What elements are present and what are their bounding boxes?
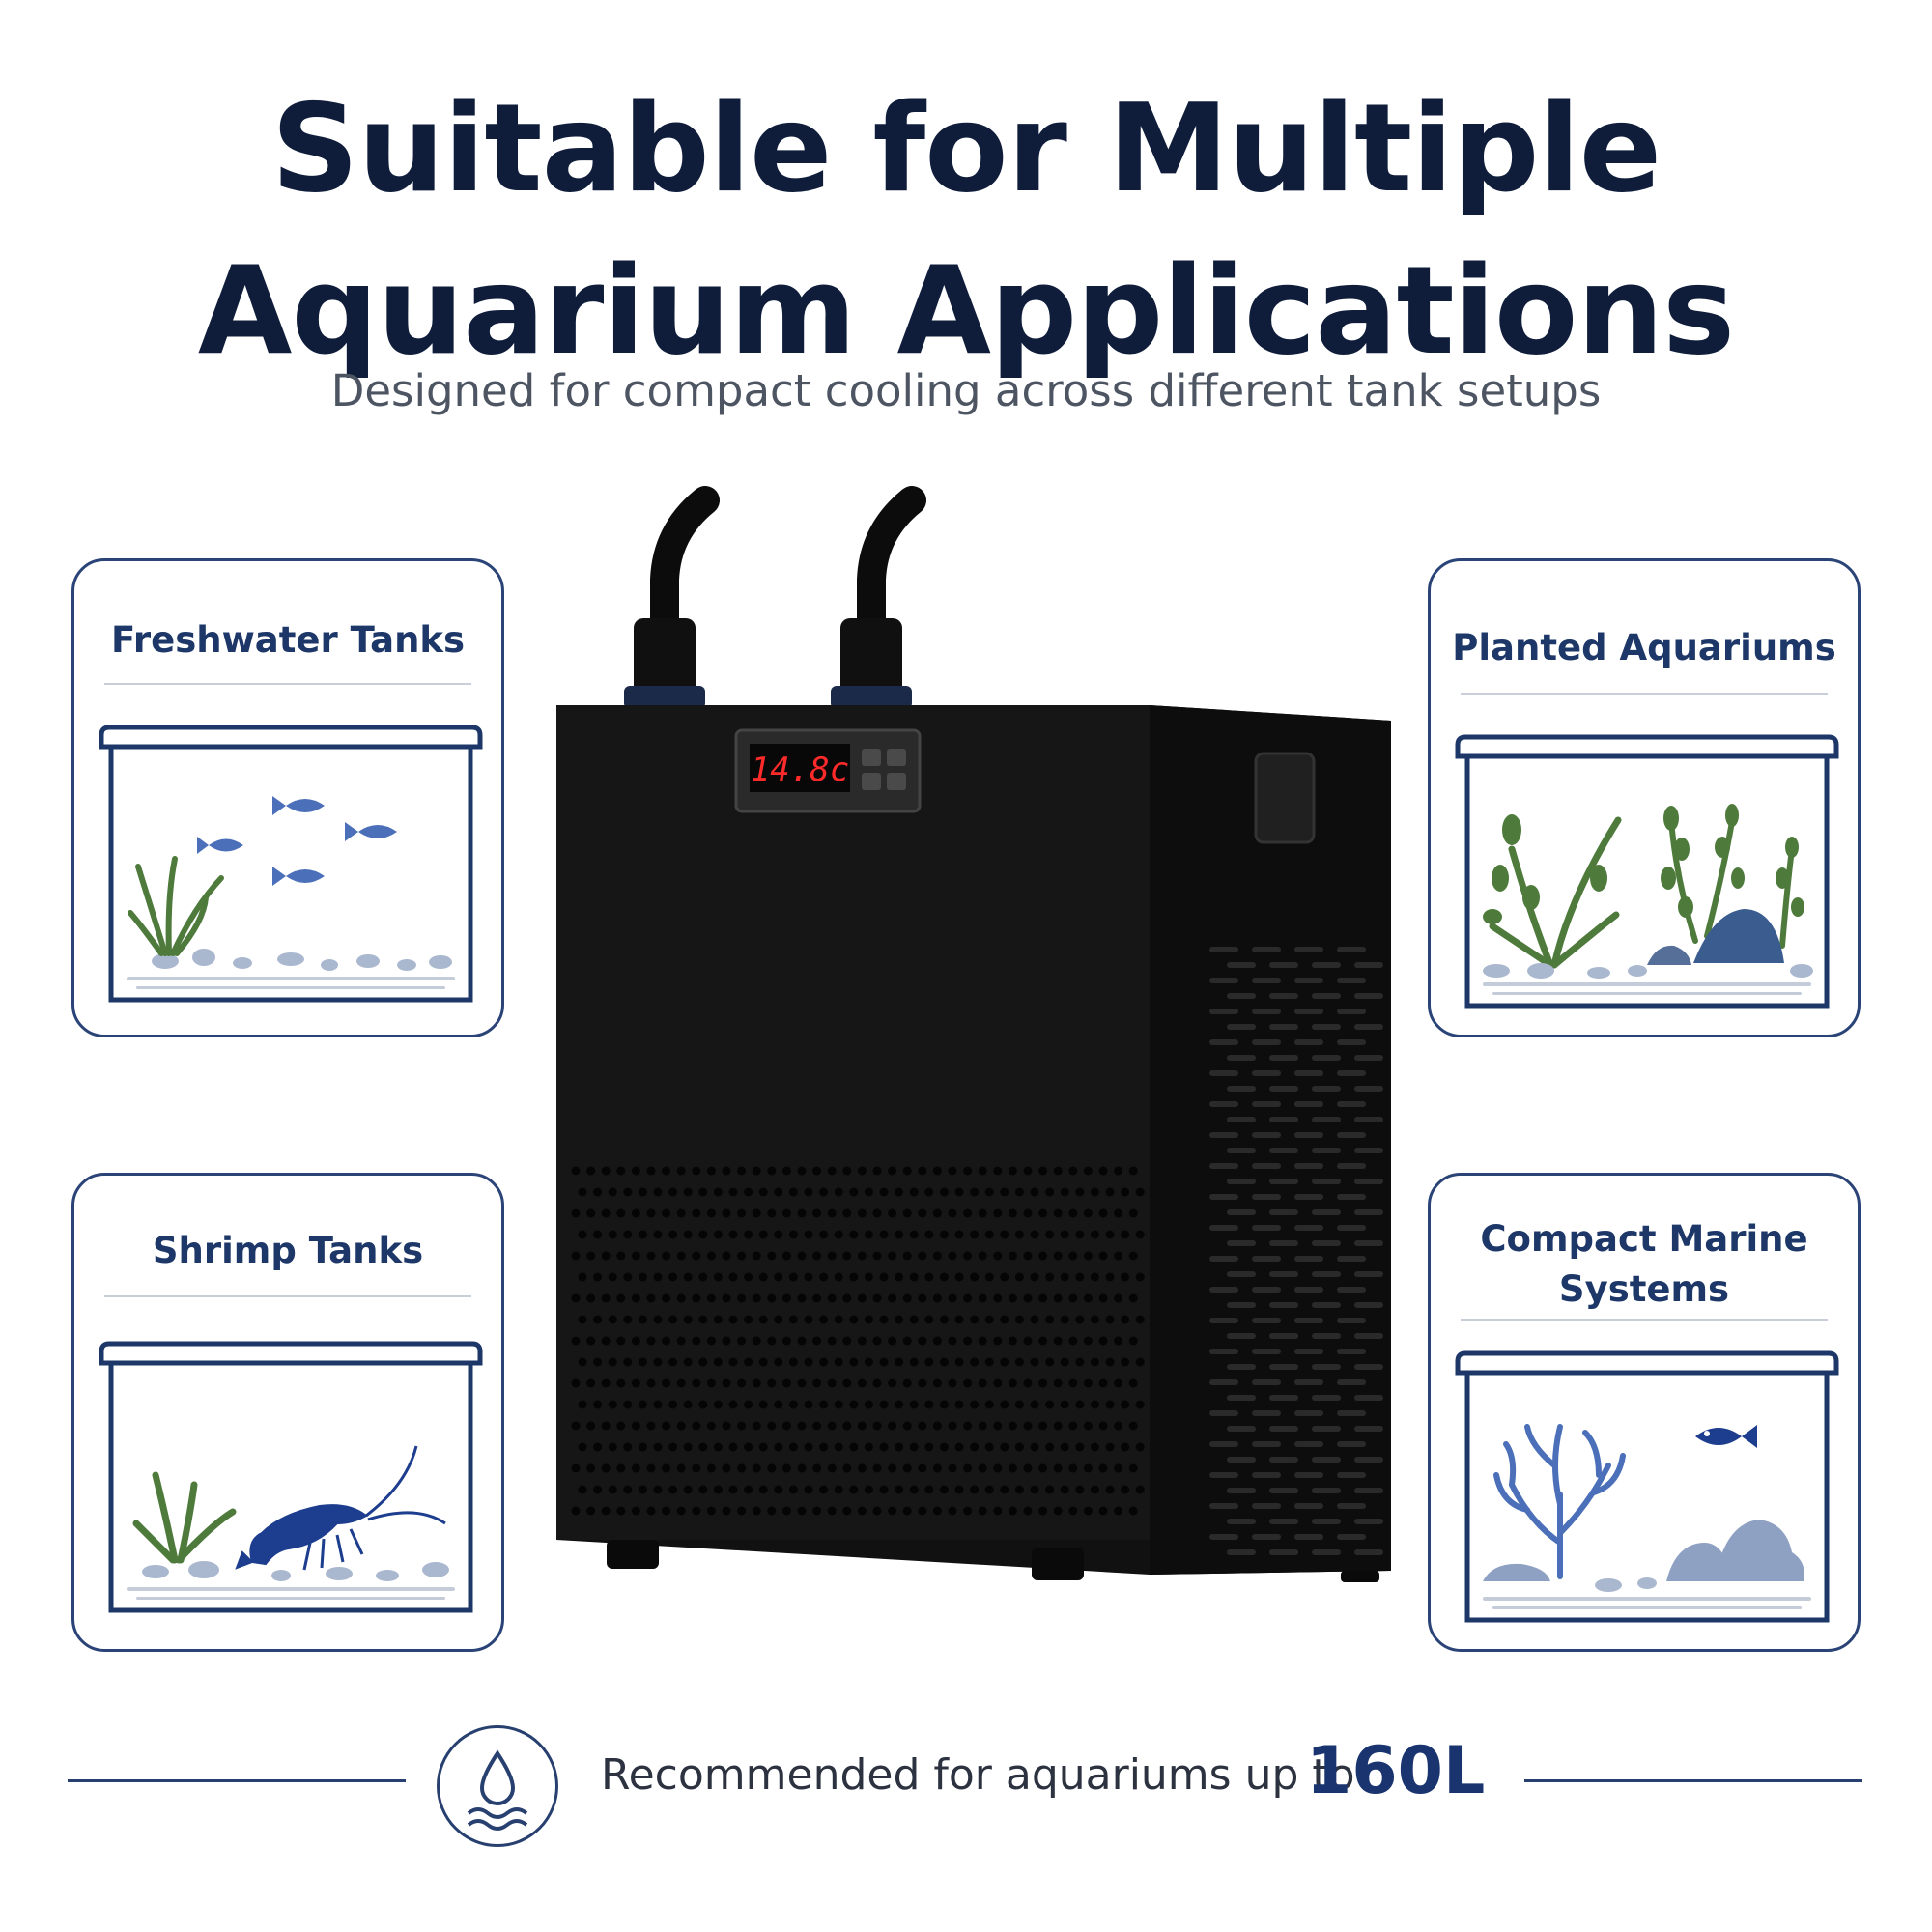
- footer-recommendation-text: Recommended for aquariums up to: [601, 1750, 1355, 1800]
- card-compact-marine-systems: Compact Marine Systems: [1428, 1173, 1861, 1652]
- card-title: Freshwater Tanks: [110, 619, 466, 661]
- footer-divider-right: [1524, 1779, 1862, 1782]
- footer-capacity-value: 160L: [1306, 1733, 1486, 1809]
- water-drop-icon: [437, 1725, 558, 1847]
- card-title-line-1: Compact Marine: [1480, 1218, 1808, 1260]
- temperature-reading: 14.8c: [751, 751, 849, 789]
- planted-tank-icon: [1455, 734, 1839, 1009]
- card-divider: [1461, 693, 1828, 695]
- card-shrimp-tanks: Shrimp Tanks: [71, 1173, 504, 1652]
- card-title: Planted Aquariums: [1452, 627, 1836, 668]
- temperature-display: [734, 728, 922, 813]
- card-divider: [104, 1295, 471, 1297]
- outlet-hose: [831, 486, 926, 709]
- card-title-line-2: Systems: [1558, 1268, 1730, 1310]
- title-line-2: Aquarium Applications: [197, 240, 1735, 382]
- aquarium-chiller-image: 14.8c: [556, 486, 1391, 1582]
- card-freshwater-tanks: Freshwater Tanks: [71, 558, 504, 1037]
- page-subtitle: Designed for compact cooling across diff…: [330, 365, 1602, 416]
- side-handle: [1254, 752, 1316, 844]
- front-vent-grille: [571, 1166, 1145, 1516]
- title-line-1: Suitable for Multiple: [270, 77, 1662, 219]
- card-planted-aquariums: Planted Aquariums: [1428, 558, 1861, 1037]
- card-title: Compact Marine Systems: [1431, 1214, 1858, 1315]
- footer-divider-left: [68, 1779, 406, 1782]
- card-divider: [1461, 1319, 1828, 1321]
- side-vent-grille: [1209, 947, 1383, 1555]
- marine-tank-icon: [1455, 1350, 1839, 1623]
- shrimp-tank-icon: [99, 1341, 483, 1613]
- freshwater-tank-icon: [99, 724, 483, 1003]
- card-divider: [104, 683, 471, 685]
- page-title: Suitable for Multiple Aquarium Applicati…: [0, 68, 1932, 392]
- card-title: Shrimp Tanks: [152, 1230, 424, 1271]
- inlet-hose: [624, 486, 720, 709]
